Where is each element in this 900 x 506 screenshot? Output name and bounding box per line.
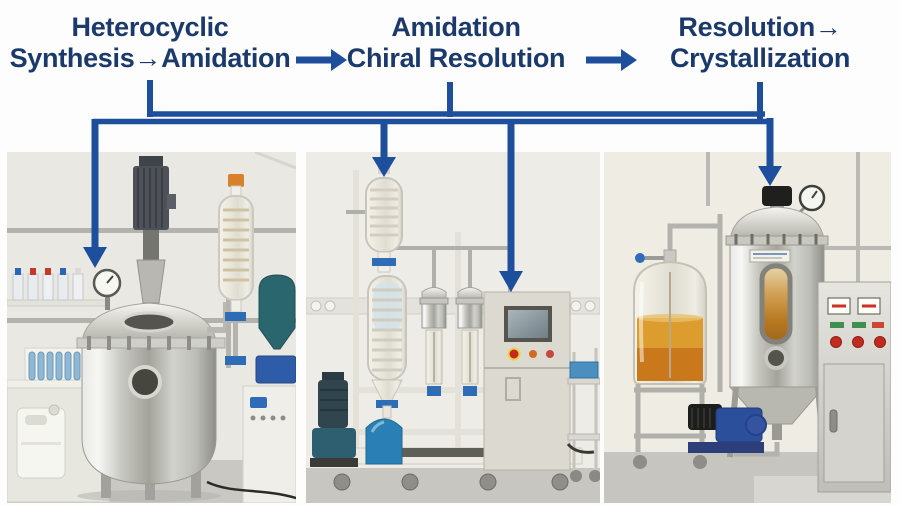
red-button-1 — [830, 336, 842, 348]
red-label — [872, 322, 884, 328]
vessel-dome — [729, 206, 825, 241]
stage-2-line-1: Amidation — [391, 12, 521, 42]
stage-3-line-1: Resolution→ — [678, 12, 842, 42]
condenser-top-cap — [378, 164, 390, 174]
floor — [306, 468, 600, 503]
nameplate — [749, 249, 791, 263]
pressure-gauge — [92, 268, 122, 310]
blue-fitting-lower — [225, 356, 246, 365]
steel-control-cabinet — [817, 281, 891, 493]
heterocyclic-synthesis-reactor-photo — [7, 152, 296, 503]
blue-receiver-tank — [365, 405, 403, 465]
condenser-orange-cap — [228, 174, 244, 187]
reagent-bottles — [12, 268, 84, 301]
stage1-to-stage2-arrowhead-icon — [331, 49, 347, 71]
sight-porthole — [128, 365, 162, 399]
stand-caster-left — [633, 455, 647, 469]
steel-cart — [566, 348, 600, 482]
blue-clamp-upper — [372, 258, 396, 266]
control-box-display — [250, 397, 267, 408]
resolution-scene — [306, 152, 600, 503]
hmi-screen — [508, 310, 548, 338]
emergency-stop-button — [507, 347, 521, 361]
blue-valve-handwheel — [635, 253, 645, 263]
stage-label-1: Heterocyclic Synthesis→Amidation — [10, 12, 291, 75]
feed-pump — [310, 372, 358, 467]
orange-button-1 — [529, 350, 537, 358]
green-label-2 — [852, 322, 866, 328]
white-jerrycan — [16, 404, 66, 479]
flange-bolts — [87, 336, 211, 350]
red-button-3 — [874, 336, 886, 348]
test-tubes — [28, 351, 90, 381]
clamp-band — [725, 235, 829, 246]
chiral-resolution-glass-column-skid-photo — [306, 152, 600, 503]
glass-condenser — [218, 174, 254, 368]
red-button-2 — [852, 336, 864, 348]
stage-label-2: Amidation Chiral Resolution — [346, 12, 566, 75]
agitator-motor — [133, 156, 176, 304]
green-label — [830, 322, 844, 328]
teal-expansion-tank — [258, 274, 296, 350]
door-handle — [829, 409, 838, 433]
door-pocket — [505, 377, 521, 401]
control-cabinet — [483, 291, 571, 471]
crystallization-tank-system-photo — [604, 152, 891, 503]
stage-1-line-1: Heterocyclic — [71, 12, 229, 42]
stand-caster-right — [693, 455, 707, 469]
lower-porthole — [764, 346, 788, 370]
wall-corner-line — [254, 152, 296, 170]
pump-base — [688, 442, 764, 453]
transfer-pump — [688, 404, 767, 453]
blue-fitting-upper — [225, 312, 246, 321]
blue-pump — [255, 355, 296, 384]
shelf-board — [7, 299, 108, 307]
stage-label-3: Resolution→ Crystallization — [670, 12, 850, 75]
stage2-to-stage3-arrowhead-icon — [621, 49, 637, 71]
casters — [333, 473, 569, 491]
floor-cables — [206, 480, 296, 500]
orange-button-2 — [546, 350, 554, 358]
stage-1-line-2: Synthesis→Amidation — [9, 43, 291, 74]
blue-bin — [569, 361, 599, 379]
crystallization-scene — [604, 152, 891, 503]
coiled-cable — [566, 442, 595, 454]
sight-glass — [759, 263, 793, 345]
reactor-scene — [7, 152, 296, 503]
manhole-port — [121, 311, 177, 333]
twin-steel-vessels — [419, 287, 485, 396]
reactor-body — [81, 347, 217, 485]
stage-3-line-2: Crystallization — [669, 43, 851, 74]
black-top-cap — [762, 186, 792, 206]
glass-condenser-column — [365, 164, 407, 408]
wall-outlets — [310, 300, 596, 312]
glass-feed-tank — [633, 249, 707, 385]
base-mat — [366, 448, 536, 457]
stage-2-line-2: Chiral Resolution — [346, 43, 566, 74]
blue-clamp-lower — [376, 400, 398, 408]
process-pipes — [667, 214, 780, 457]
control-box-buttons — [250, 415, 286, 421]
